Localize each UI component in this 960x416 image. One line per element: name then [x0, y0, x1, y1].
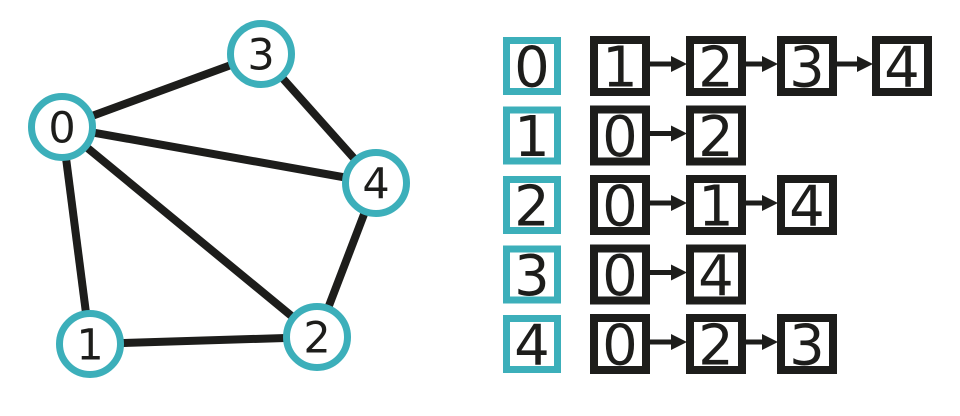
graph-node-0: 0 [28, 93, 96, 161]
arrow-right-icon [745, 56, 778, 72]
adjacency-cell-label-2-1: 1 [698, 174, 734, 239]
adjacency-cell-label-0-3: 3 [789, 35, 825, 100]
arrow-head [671, 195, 687, 211]
arrow-head [671, 334, 687, 350]
adjacency-cell-box-2-0 [590, 175, 650, 235]
adjacency-cell-box-3-4 [686, 244, 746, 305]
arrow-head [762, 195, 778, 211]
node-circle-2 [283, 303, 351, 371]
adjacency-head-box-2 [503, 176, 561, 234]
node-circle-0 [28, 93, 96, 161]
arrow-right-icon [745, 195, 778, 211]
adjacency-cell-box-0-4 [872, 36, 932, 96]
adjacency-cell-label-2-0: 0 [602, 174, 638, 239]
adjacency-cell-box-2-1 [686, 175, 746, 235]
arrow-right-icon [649, 334, 687, 350]
adjacency-cell-box-1-0 [590, 105, 650, 166]
adjacency-cell-box-2-4 [777, 175, 837, 235]
node-circle-1 [56, 310, 124, 378]
adjacency-cell-box-4-3 [777, 314, 837, 374]
arrow-head [762, 334, 778, 350]
graph-edges [58, 50, 380, 348]
node-circle-4 [342, 149, 410, 217]
edge-0-3 [60, 50, 263, 131]
node-label-4: 4 [362, 160, 389, 210]
adjacency-cell-label-0-1: 1 [602, 35, 638, 100]
arrow-head [762, 56, 778, 72]
adjacency-cell-label-2-4: 4 [789, 174, 825, 239]
arrow-head [857, 56, 873, 72]
adjacency-head-box-3 [503, 245, 561, 304]
graph-node-4: 4 [342, 149, 410, 217]
edge-1-2 [89, 333, 318, 348]
adjacency-cell-label-1-0: 0 [602, 105, 638, 170]
adjacency-head-label-3: 3 [514, 244, 550, 309]
node-label-1: 1 [76, 321, 103, 371]
adjacency-cell-label-0-2: 2 [698, 35, 734, 100]
adjacency-head-box-1 [503, 106, 561, 165]
graph-node-1: 1 [56, 310, 124, 378]
arrow-right-icon [745, 334, 778, 350]
adjacency-cell-label-4-3: 3 [789, 313, 825, 378]
adjacency-head-box-0 [503, 37, 561, 95]
adjacency-cell-label-4-0: 0 [602, 313, 638, 378]
node-label-3: 3 [247, 31, 274, 81]
adjacency-cell-box-0-1 [590, 36, 650, 96]
adjacency-cell-box-4-0 [590, 314, 650, 374]
adjacency-cell-label-3-0: 0 [602, 244, 638, 309]
arrow-right-icon [836, 56, 873, 72]
node-label-2: 2 [303, 314, 330, 364]
arrow-right-icon [649, 56, 687, 72]
edge-0-2 [59, 123, 320, 341]
adjacency-cell-label-3-4: 4 [698, 244, 734, 309]
arrow-head [671, 264, 687, 281]
graph-node-2: 2 [283, 303, 351, 371]
adjacency-cell-box-0-2 [686, 36, 746, 96]
adjacency-cell-box-0-3 [777, 36, 837, 96]
arrow-right-icon [649, 125, 687, 142]
adjacency-head-label-0: 0 [514, 35, 550, 100]
adjacency-cell-label-0-4: 4 [884, 35, 920, 100]
node-label-0: 0 [48, 104, 75, 154]
node-circle-3 [227, 20, 295, 88]
graph-nodes: 0 1 2 3 4 [28, 20, 410, 378]
arrow-right-icon [649, 195, 687, 211]
adjacency-head-box-4 [503, 315, 561, 373]
arrow-head [671, 56, 687, 72]
adjacency-cell-box-4-2 [686, 314, 746, 374]
adjacency-cell-box-3-0 [590, 244, 650, 305]
arrow-right-icon [649, 264, 687, 281]
adjacency-head-label-1: 1 [514, 105, 550, 170]
edge-0-1 [58, 126, 94, 345]
adjacency-cell-label-1-2: 2 [698, 105, 734, 170]
edge-0-4 [61, 123, 377, 187]
adjacency-head-label-4: 4 [514, 313, 550, 378]
adjacency-cell-box-1-2 [686, 105, 746, 166]
graph-node-3: 3 [227, 20, 295, 88]
arrow-head [671, 125, 687, 142]
adjacency-head-label-2: 2 [514, 174, 550, 239]
adjacency-cell-label-4-2: 2 [698, 313, 734, 378]
